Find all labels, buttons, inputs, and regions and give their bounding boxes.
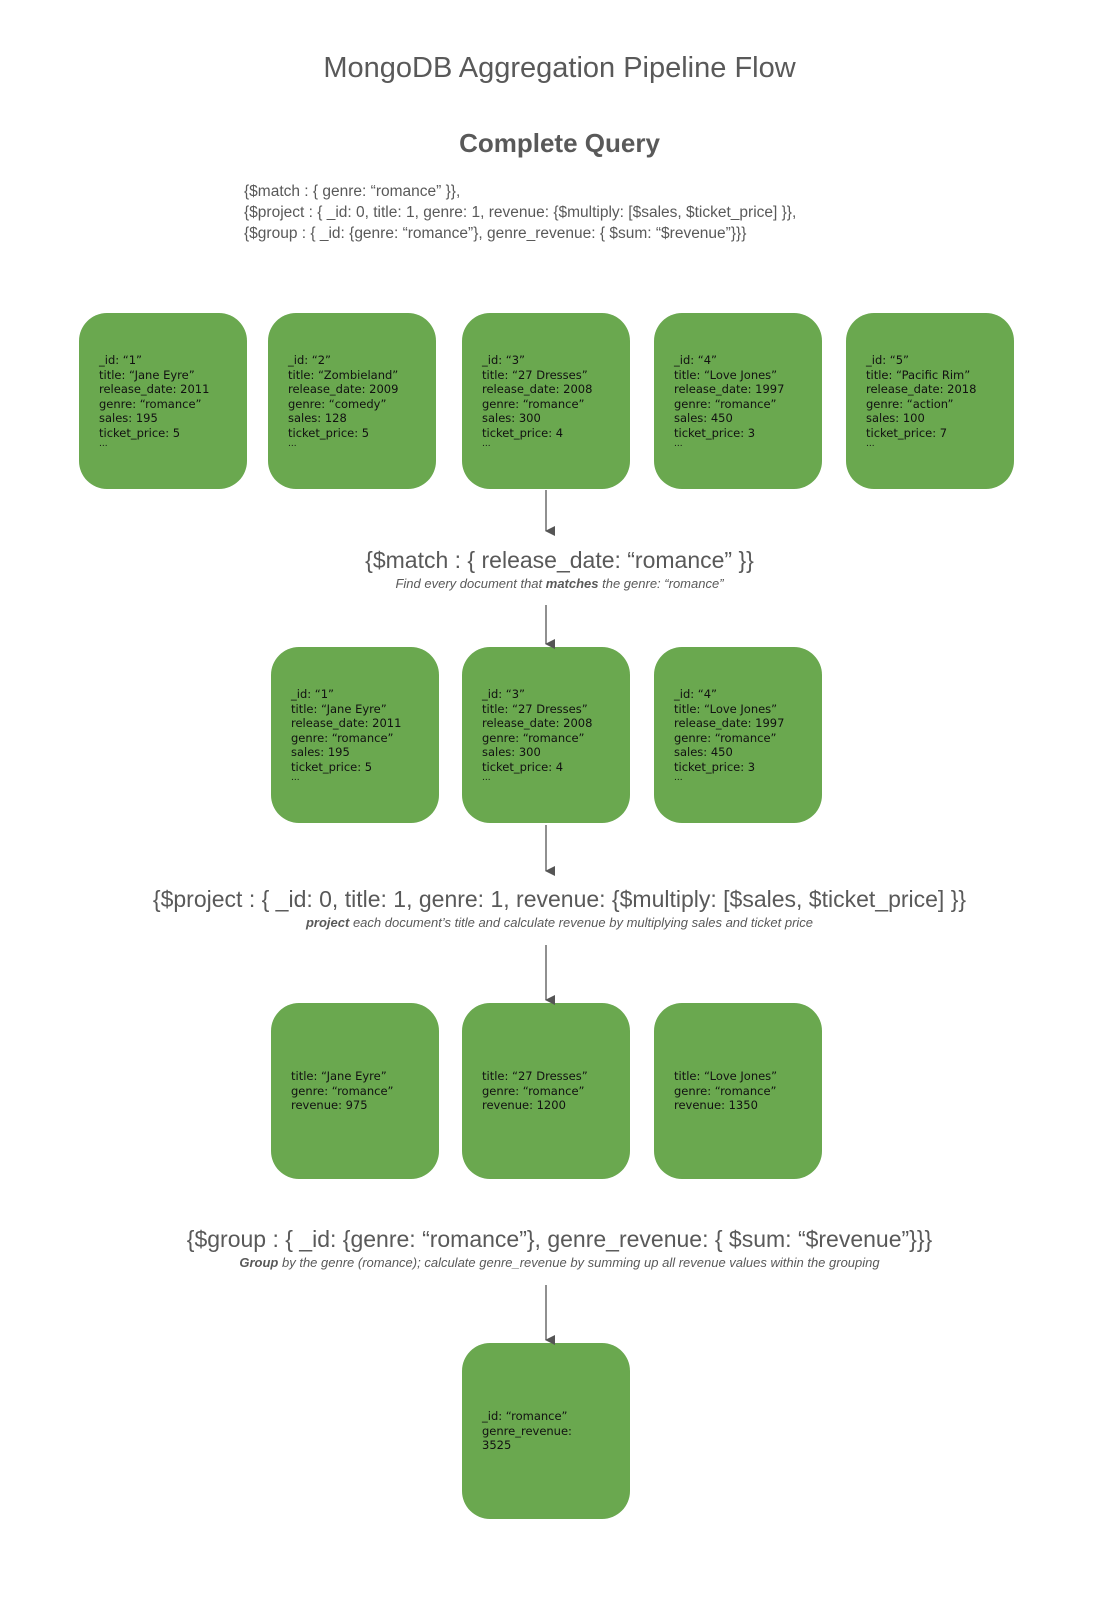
matched-document-2: _id: “3” title: “27 Dresses” release_dat… <box>462 647 630 823</box>
field-genre: genre: “comedy” <box>288 396 387 411</box>
input-document-2: _id: “2” title: “Zombieland” release_dat… <box>268 313 436 489</box>
field-genre-revenue: genre_revenue: <box>482 1423 572 1438</box>
field-release-date: release_date: 2008 <box>482 716 593 730</box>
field-release-date: release_date: 2008 <box>482 382 593 396</box>
field-sales: sales: 128 <box>288 411 347 425</box>
match-stage-description: Find every document that matches the gen… <box>0 576 1119 591</box>
field-ticket-price: ticket_price: 5 <box>291 759 373 774</box>
field-release-date: release_date: 2011 <box>99 382 210 396</box>
field-ticket-price: ticket_price: 3 <box>674 425 756 440</box>
field-title: title: “Jane Eyre” <box>99 367 195 382</box>
field-genre: genre: “romance” <box>674 1083 777 1098</box>
result-document: _id: “romance” genre_revenue: 3525 <box>462 1343 630 1519</box>
projected-document-1: title: “Jane Eyre” genre: “romance” reve… <box>271 1003 439 1179</box>
field-sales: sales: 195 <box>99 411 158 425</box>
field-ticket-price: ticket_price: 5 <box>99 425 181 440</box>
field-title: title: “Love Jones” <box>674 701 778 716</box>
desc-text: each document’s title and calculate reve… <box>349 915 814 930</box>
field-genre: genre: “romance” <box>291 1083 394 1098</box>
field-id: _id: “romance” <box>482 1409 568 1424</box>
field-id: _id: “1” <box>99 353 143 367</box>
input-document-4: _id: “4” title: “Love Jones” release_dat… <box>654 313 822 489</box>
field-ellipsis: ... <box>288 439 297 449</box>
field-title: title: “Love Jones” <box>674 1069 778 1084</box>
field-release-date: release_date: 2009 <box>288 382 399 396</box>
field-id: _id: “2” <box>288 353 332 367</box>
field-id: _id: “1” <box>291 687 335 701</box>
field-sales: sales: 450 <box>674 745 733 759</box>
field-id: _id: “4” <box>674 353 718 367</box>
field-ellipsis: ... <box>291 773 300 783</box>
field-ellipsis: ... <box>674 439 683 449</box>
diagram-title: MongoDB Aggregation Pipeline Flow <box>323 52 796 84</box>
field-ellipsis: ... <box>99 439 108 449</box>
field-revenue: revenue: 975 <box>291 1098 368 1113</box>
complete-query-heading: Complete Query <box>459 128 660 158</box>
field-genre: genre: “romance” <box>99 396 202 411</box>
field-ellipsis: ... <box>482 773 491 783</box>
field-release-date: release_date: 1997 <box>674 716 785 730</box>
input-document-1: _id: “1” title: “Jane Eyre” release_date… <box>79 313 247 489</box>
input-document-5: _id: “5” title: “Pacific Rim” release_da… <box>846 313 1014 489</box>
projected-document-2: title: “27 Dresses” genre: “romance” rev… <box>462 1003 630 1179</box>
desc-keyword: Group <box>239 1255 279 1270</box>
input-document-3: _id: “3” title: “27 Dresses” release_dat… <box>462 313 630 489</box>
field-genre: genre: “romance” <box>291 730 394 745</box>
desc-keyword: project <box>305 915 350 930</box>
field-sales: sales: 300 <box>482 745 541 759</box>
field-genre: genre: “romance” <box>482 1083 585 1098</box>
field-ticket-price: ticket_price: 4 <box>482 425 564 440</box>
field-id: _id: “4” <box>674 687 718 701</box>
field-genre-revenue-value: 3525 <box>482 1438 512 1453</box>
field-title: title: “27 Dresses” <box>482 701 588 716</box>
match-stage-code: {$match : { release_date: “romance” }} <box>365 547 754 573</box>
field-ellipsis: ... <box>674 773 683 783</box>
matched-document-3: _id: “4” title: “Love Jones” release_dat… <box>654 647 822 823</box>
field-ellipsis: ... <box>866 439 875 449</box>
desc-text: by the genre (romance); calculate genre_… <box>278 1255 880 1270</box>
field-release-date: release_date: 1997 <box>674 382 785 396</box>
field-ticket-price: ticket_price: 5 <box>288 425 370 440</box>
field-title: title: “Love Jones” <box>674 367 778 382</box>
field-ellipsis: ... <box>482 439 491 449</box>
field-sales: sales: 100 <box>866 411 925 425</box>
desc-keyword: matches <box>545 576 599 591</box>
query-line-project: {$project : { _id: 0, title: 1, genre: 1… <box>244 204 797 221</box>
query-line-group: {$group : { _id: {genre: “romance”}, gen… <box>244 225 747 242</box>
field-title: title: “Pacific Rim” <box>866 367 971 382</box>
desc-text: Find every document that <box>395 576 546 591</box>
field-title: title: “Jane Eyre” <box>291 1069 387 1084</box>
field-title: title: “Jane Eyre” <box>291 701 387 716</box>
field-genre: genre: “action” <box>866 396 954 411</box>
field-genre: genre: “romance” <box>482 730 585 745</box>
field-revenue: revenue: 1200 <box>482 1098 566 1113</box>
group-stage-description: Group by the genre (romance); calculate … <box>0 1255 1119 1270</box>
query-line-match: {$match : { genre: “romance” }}, <box>244 183 461 200</box>
field-release-date: release_date: 2018 <box>866 382 977 396</box>
group-stage-code: {$group : { _id: {genre: “romance”}, gen… <box>186 1226 933 1252</box>
project-stage-description: project each document’s title and calcul… <box>0 915 1119 930</box>
field-sales: sales: 195 <box>291 745 350 759</box>
field-revenue: revenue: 1350 <box>674 1098 758 1113</box>
field-sales: sales: 450 <box>674 411 733 425</box>
project-stage-code: {$project : { _id: 0, title: 1, genre: 1… <box>152 886 967 912</box>
field-release-date: release_date: 2011 <box>291 716 402 730</box>
matched-document-1: _id: “1” title: “Jane Eyre” release_date… <box>271 647 439 823</box>
field-sales: sales: 300 <box>482 411 541 425</box>
field-ticket-price: ticket_price: 3 <box>674 759 756 774</box>
field-title: title: “27 Dresses” <box>482 367 588 382</box>
field-ticket-price: ticket_price: 4 <box>482 759 564 774</box>
desc-text: the genre: “romance” <box>598 576 724 591</box>
field-id: _id: “3” <box>482 353 526 367</box>
field-title: title: “Zombieland” <box>288 367 399 382</box>
field-title: title: “27 Dresses” <box>482 1069 588 1084</box>
field-id: _id: “5” <box>866 353 910 367</box>
field-genre: genre: “romance” <box>674 730 777 745</box>
field-id: _id: “3” <box>482 687 526 701</box>
field-genre: genre: “romance” <box>482 396 585 411</box>
field-ticket-price: ticket_price: 7 <box>866 425 948 440</box>
field-genre: genre: “romance” <box>674 396 777 411</box>
projected-document-3: title: “Love Jones” genre: “romance” rev… <box>654 1003 822 1179</box>
